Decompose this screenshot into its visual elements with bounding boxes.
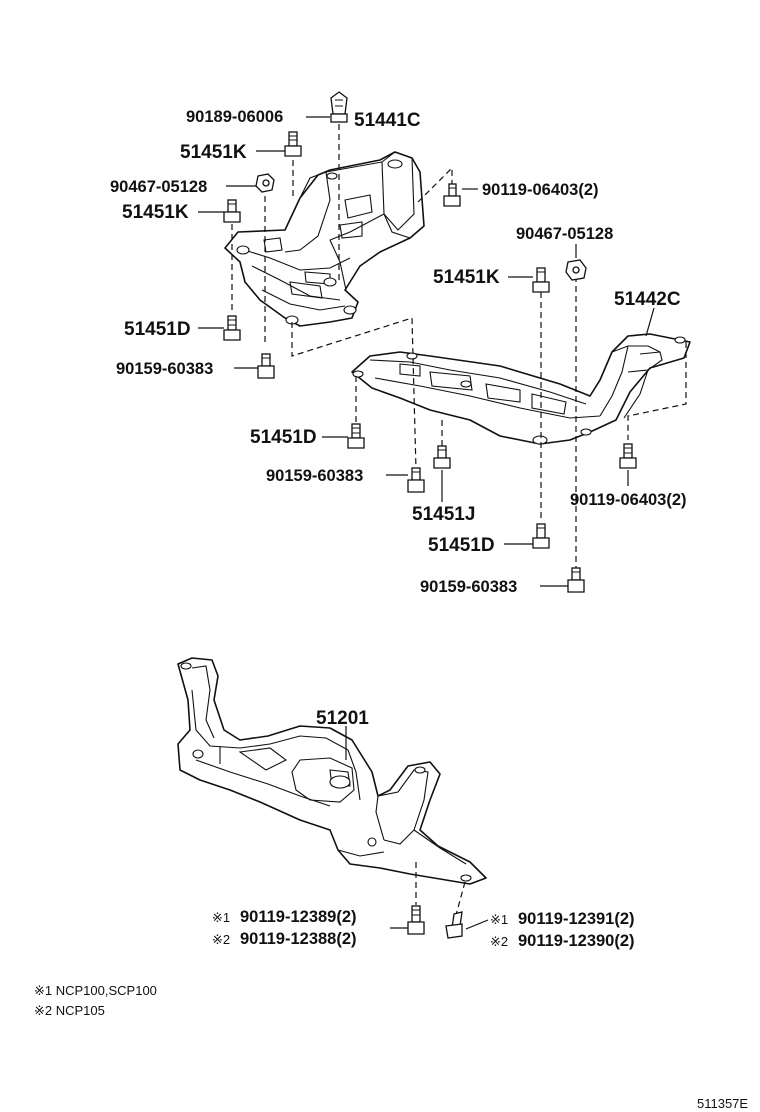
label-90119-12389[interactable]: 90119-12389(2) — [240, 908, 357, 926]
label-51441C[interactable]: 51441C — [354, 110, 421, 131]
bolt-51451J[interactable] — [433, 445, 451, 469]
label-51451D-left[interactable]: 51451D — [124, 319, 191, 340]
note-mark-2-left: ※2 — [212, 932, 230, 947]
bolt-90119-12391[interactable] — [445, 911, 463, 939]
footnotes: ※1 NCP100,SCP100 ※2 NCP105 511357E — [34, 983, 748, 1111]
label-51201[interactable]: 51201 — [316, 708, 369, 729]
label-90159-60383-right[interactable]: 90159-60383 — [420, 578, 517, 596]
diagram-id: 511357E — [697, 1096, 748, 1111]
label-90467-05128-left[interactable]: 90467-05128 — [110, 178, 207, 196]
assembly-dashed-lines — [231, 124, 687, 916]
leader-lines — [198, 116, 655, 930]
label-51451K-left[interactable]: 51451K — [122, 202, 189, 223]
label-51451D-right[interactable]: 51451D — [428, 535, 495, 556]
label-90119-12388[interactable]: 90119-12388(2) — [240, 930, 357, 948]
bolt-90119-12389[interactable] — [407, 905, 425, 935]
label-90189-06006[interactable]: 90189-06006 — [186, 108, 283, 126]
crossmember-51201[interactable] — [177, 657, 487, 885]
clip-90467-05128-right[interactable] — [565, 259, 587, 281]
footnote-1: ※1 NCP100,SCP100 — [34, 983, 157, 998]
label-90467-05128-right[interactable]: 90467-05128 — [516, 225, 613, 243]
label-51451K-right[interactable]: 51451K — [433, 267, 500, 288]
label-90159-60383-left[interactable]: 90159-60383 — [116, 360, 213, 378]
note-mark-1-right: ※1 — [490, 912, 508, 927]
bolt-51451K-right[interactable] — [532, 267, 550, 293]
bolt-51451K-left[interactable] — [223, 199, 241, 223]
label-51451K-top[interactable]: 51451K — [180, 142, 247, 163]
bolt-51451D-right[interactable] — [532, 523, 550, 549]
note-mark-1-left: ※1 — [212, 910, 230, 925]
bolt-90159-60383-center[interactable] — [407, 467, 425, 493]
clip-90467-05128-left[interactable] — [255, 173, 275, 193]
footnote-2: ※2 NCP105 — [34, 1003, 105, 1018]
label-90119-12391[interactable]: 90119-12391(2) — [518, 910, 635, 928]
part-labels: 90189-06006 51441C 51451K 90467-05128 90… — [110, 108, 687, 950]
bolt-51451D-left[interactable] — [223, 315, 241, 341]
label-90119-06403-upper[interactable]: 90119-06403(2) — [482, 181, 599, 199]
bolt-90159-60383-right[interactable] — [567, 567, 585, 593]
bolt-51451D-center[interactable] — [347, 423, 365, 449]
bolt-90119-06403-upper[interactable] — [443, 183, 461, 207]
label-51451D-center[interactable]: 51451D — [250, 427, 317, 448]
label-90159-60383-center[interactable]: 90159-60383 — [266, 467, 363, 485]
label-51442C[interactable]: 51442C — [614, 289, 681, 310]
bolt-51451K-top[interactable] — [284, 131, 302, 157]
label-90119-12390[interactable]: 90119-12390(2) — [518, 932, 635, 950]
under-cover-51442C[interactable] — [351, 333, 691, 445]
clip-90189-06006[interactable] — [330, 91, 348, 123]
bolt-90159-60383-left[interactable] — [257, 353, 275, 379]
bolt-90119-06403-lower[interactable] — [619, 443, 637, 469]
under-cover-51441C[interactable] — [224, 151, 425, 327]
label-51451J[interactable]: 51451J — [412, 504, 475, 525]
label-90119-06403-lower[interactable]: 90119-06403(2) — [570, 491, 687, 509]
note-mark-2-right: ※2 — [490, 934, 508, 949]
